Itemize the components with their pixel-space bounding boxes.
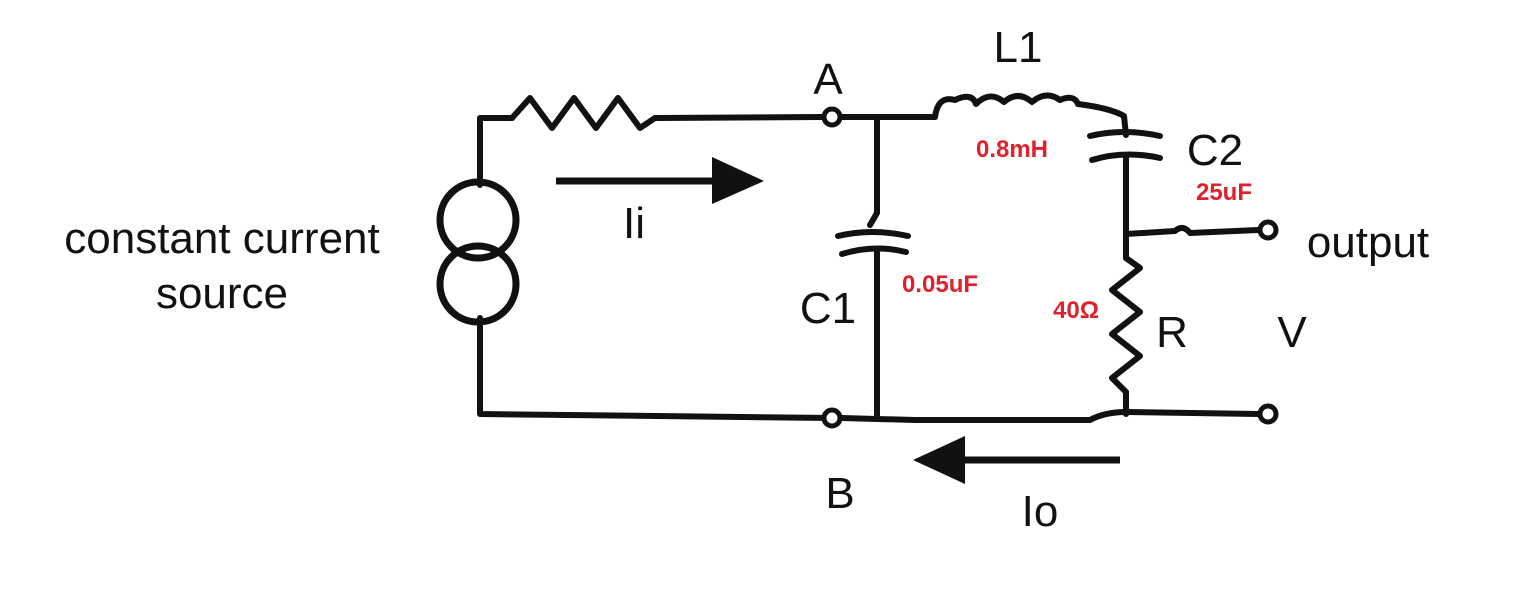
- terminal-output: [1257, 219, 1279, 241]
- terminal-b: [821, 407, 843, 429]
- output-label: output: [1307, 218, 1429, 267]
- source-label-line2: source: [156, 269, 288, 318]
- c1-value: 0.05uF: [902, 271, 978, 298]
- c1-top-wire: [867, 114, 880, 228]
- terminal-a: [821, 106, 843, 128]
- l1-label: L1: [994, 23, 1043, 72]
- c1-label: C1: [800, 284, 856, 333]
- node-b-label: B: [825, 469, 854, 518]
- r-label: R: [1156, 308, 1188, 357]
- source-label-line1: constant current: [64, 214, 380, 263]
- output-branch-wire: [1123, 225, 1261, 237]
- bottom-wire: [839, 409, 1261, 423]
- capacitor-c2: [1087, 129, 1163, 163]
- inductor-l1: [932, 92, 1081, 120]
- terminal-v: [1257, 403, 1279, 425]
- source-top-wire: [477, 115, 515, 188]
- node-a-label: A: [813, 55, 843, 104]
- r-value: 40Ω: [1053, 297, 1099, 324]
- arrow-ii-icon: [556, 157, 764, 204]
- l1-to-c2-wire: [1075, 101, 1129, 138]
- v-label: V: [1277, 308, 1307, 357]
- current-in-label: Ii: [623, 199, 645, 248]
- top-wire-to-a: [652, 114, 825, 121]
- l1-value: 0.8mH: [976, 136, 1048, 163]
- c2-label: C2: [1187, 126, 1243, 175]
- source-bottom-wire: [477, 315, 835, 421]
- input-resistor: [509, 95, 658, 131]
- current-out-label: Io: [1022, 487, 1059, 536]
- arrow-io-icon: [913, 436, 1120, 484]
- current-source-symbol: [436, 178, 520, 326]
- c2-value: 25uF: [1196, 179, 1252, 206]
- wires: [477, 101, 1261, 423]
- resistor-r: [1109, 255, 1143, 395]
- capacitor-c1: [835, 229, 911, 257]
